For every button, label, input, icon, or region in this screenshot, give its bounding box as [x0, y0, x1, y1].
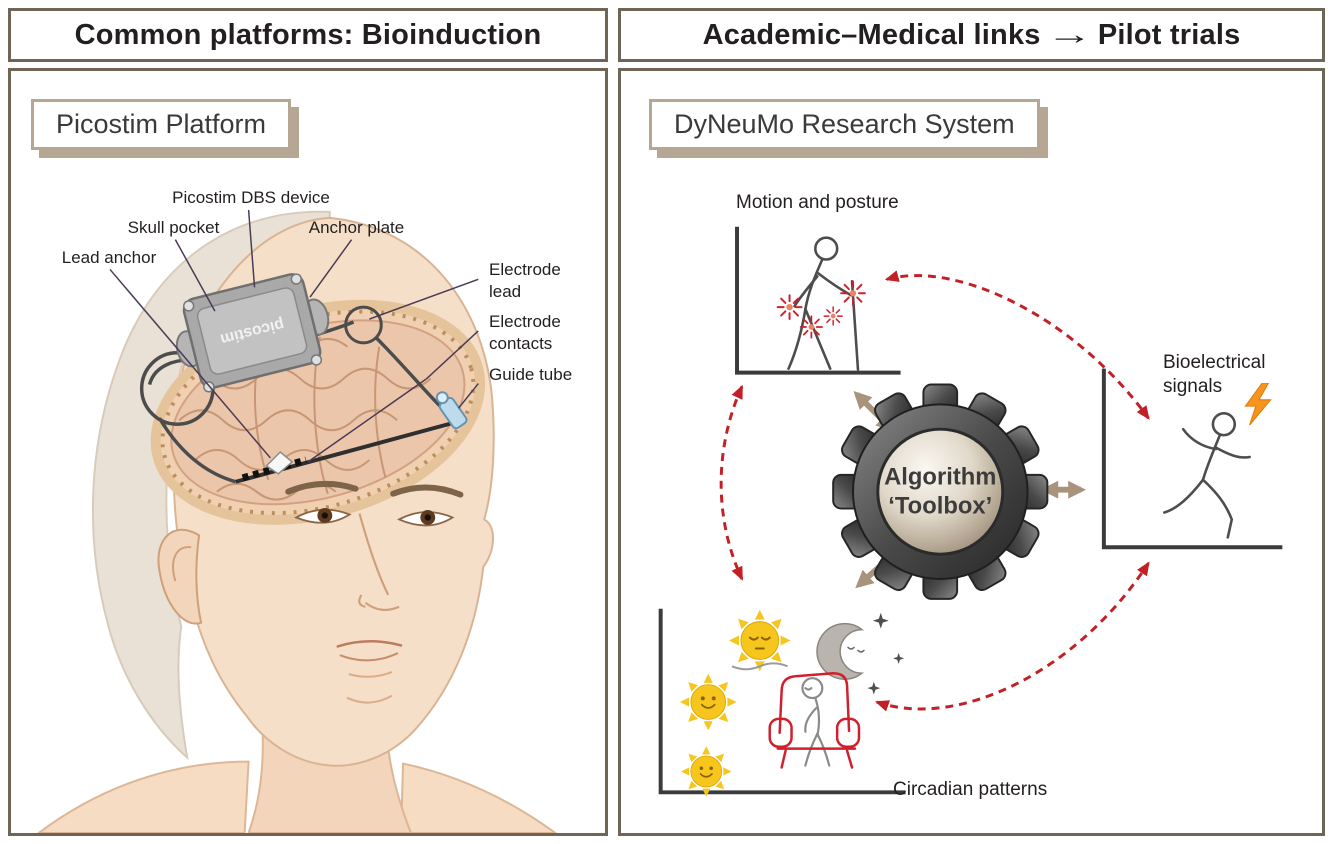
- dyneumo-artwork: Algorithm ‘Toolbox’: [658, 226, 1283, 798]
- label-electrode-contacts: Electrode contacts: [489, 312, 561, 354]
- electrode-shaft: [235, 420, 457, 484]
- moon-icon: [816, 622, 865, 680]
- label-guide-tube: Guide tube: [489, 365, 573, 384]
- header-left-text: Common platforms: Bioinduction: [74, 18, 542, 51]
- header-right-trials-text: Pilot trials: [1097, 18, 1241, 51]
- eye-left: [294, 508, 352, 524]
- shoulder-right: [400, 762, 558, 833]
- sun-icon: [728, 609, 792, 672]
- label-bioelectrical-signals: Bioelectrical signals: [1163, 352, 1266, 398]
- label-dbs-device: Picostim DBS device: [172, 188, 330, 207]
- armchair-icon: [778, 672, 851, 735]
- horizon-line: [731, 662, 788, 671]
- skull-stitches: [160, 309, 476, 516]
- dyneumo-title: DyNeuMo Research System: [674, 109, 1015, 139]
- header-right-links-text: Academic–Medical links: [702, 18, 1041, 51]
- label-skull-pocket: Skull pocket: [127, 218, 220, 237]
- eye-right: [397, 510, 455, 527]
- nose: [358, 513, 400, 612]
- seated-figure: [801, 677, 831, 767]
- dyneumo-title-box: DyNeuMo Research System: [649, 99, 1040, 150]
- motion-stick-figure: [787, 236, 860, 371]
- header-row: Common platforms: Bioinduction Academic–…: [8, 8, 1325, 62]
- red-arrow-circadian-bioelectrical: [874, 561, 1150, 712]
- pointer-lines: [109, 209, 479, 463]
- circadian-chart-axes: [658, 608, 906, 795]
- red-arrow-motion-circadian: [719, 384, 744, 581]
- motion-chart-axes: [735, 226, 901, 375]
- header-common-platforms: Common platforms: Bioinduction: [8, 8, 608, 62]
- algorithm-gear: [832, 383, 1049, 600]
- main-row: picostim: [8, 68, 1325, 836]
- circadian-icons: [679, 609, 905, 798]
- red-arrow-motion-bioelectrical: [884, 270, 1150, 420]
- label-lead-anchor: Lead anchor: [61, 248, 157, 267]
- lightning-icon: [1244, 383, 1272, 425]
- bio-chart-axes: [1101, 368, 1283, 550]
- picostim-title: Picostim Platform: [56, 109, 267, 139]
- eyebrows: [285, 480, 464, 498]
- dyneumo-panel: Algorithm ‘Toolbox’ DyNeuMo Research Sys…: [618, 68, 1325, 836]
- sun-icon: [680, 745, 732, 798]
- hair: [91, 210, 331, 761]
- gear-label-line1: Algorithm: [884, 464, 996, 491]
- picostim-title-box: Picostim Platform: [31, 99, 292, 150]
- header-academic-medical: Academic–Medical links → Pilot trials: [618, 8, 1325, 62]
- mouth: [336, 640, 403, 704]
- sun-icon: [679, 673, 737, 731]
- head-illustration: picostim: [37, 209, 558, 833]
- armchair-front: [768, 717, 861, 769]
- right-arrow-icon: →: [1045, 18, 1093, 51]
- red-dashed-arrows: [719, 270, 1150, 712]
- label-circadian-patterns: Circadian patterns: [893, 779, 1048, 800]
- lead-anchor-marker: [265, 450, 294, 475]
- shoulder-left: [37, 760, 250, 833]
- picostim-device: picostim: [175, 273, 330, 393]
- running-stick-figure: [1163, 412, 1251, 539]
- picostim-panel: picostim: [8, 68, 608, 836]
- ear: [157, 528, 203, 625]
- label-electrode-lead: Electrode lead: [489, 260, 561, 302]
- gear-label-line2: ‘Toolbox’: [888, 493, 992, 520]
- label-anchor-plate: Anchor plate: [308, 218, 405, 237]
- label-motion-posture: Motion and posture: [736, 192, 899, 213]
- guide-tube-graphic: [435, 391, 468, 430]
- stars: [867, 612, 905, 695]
